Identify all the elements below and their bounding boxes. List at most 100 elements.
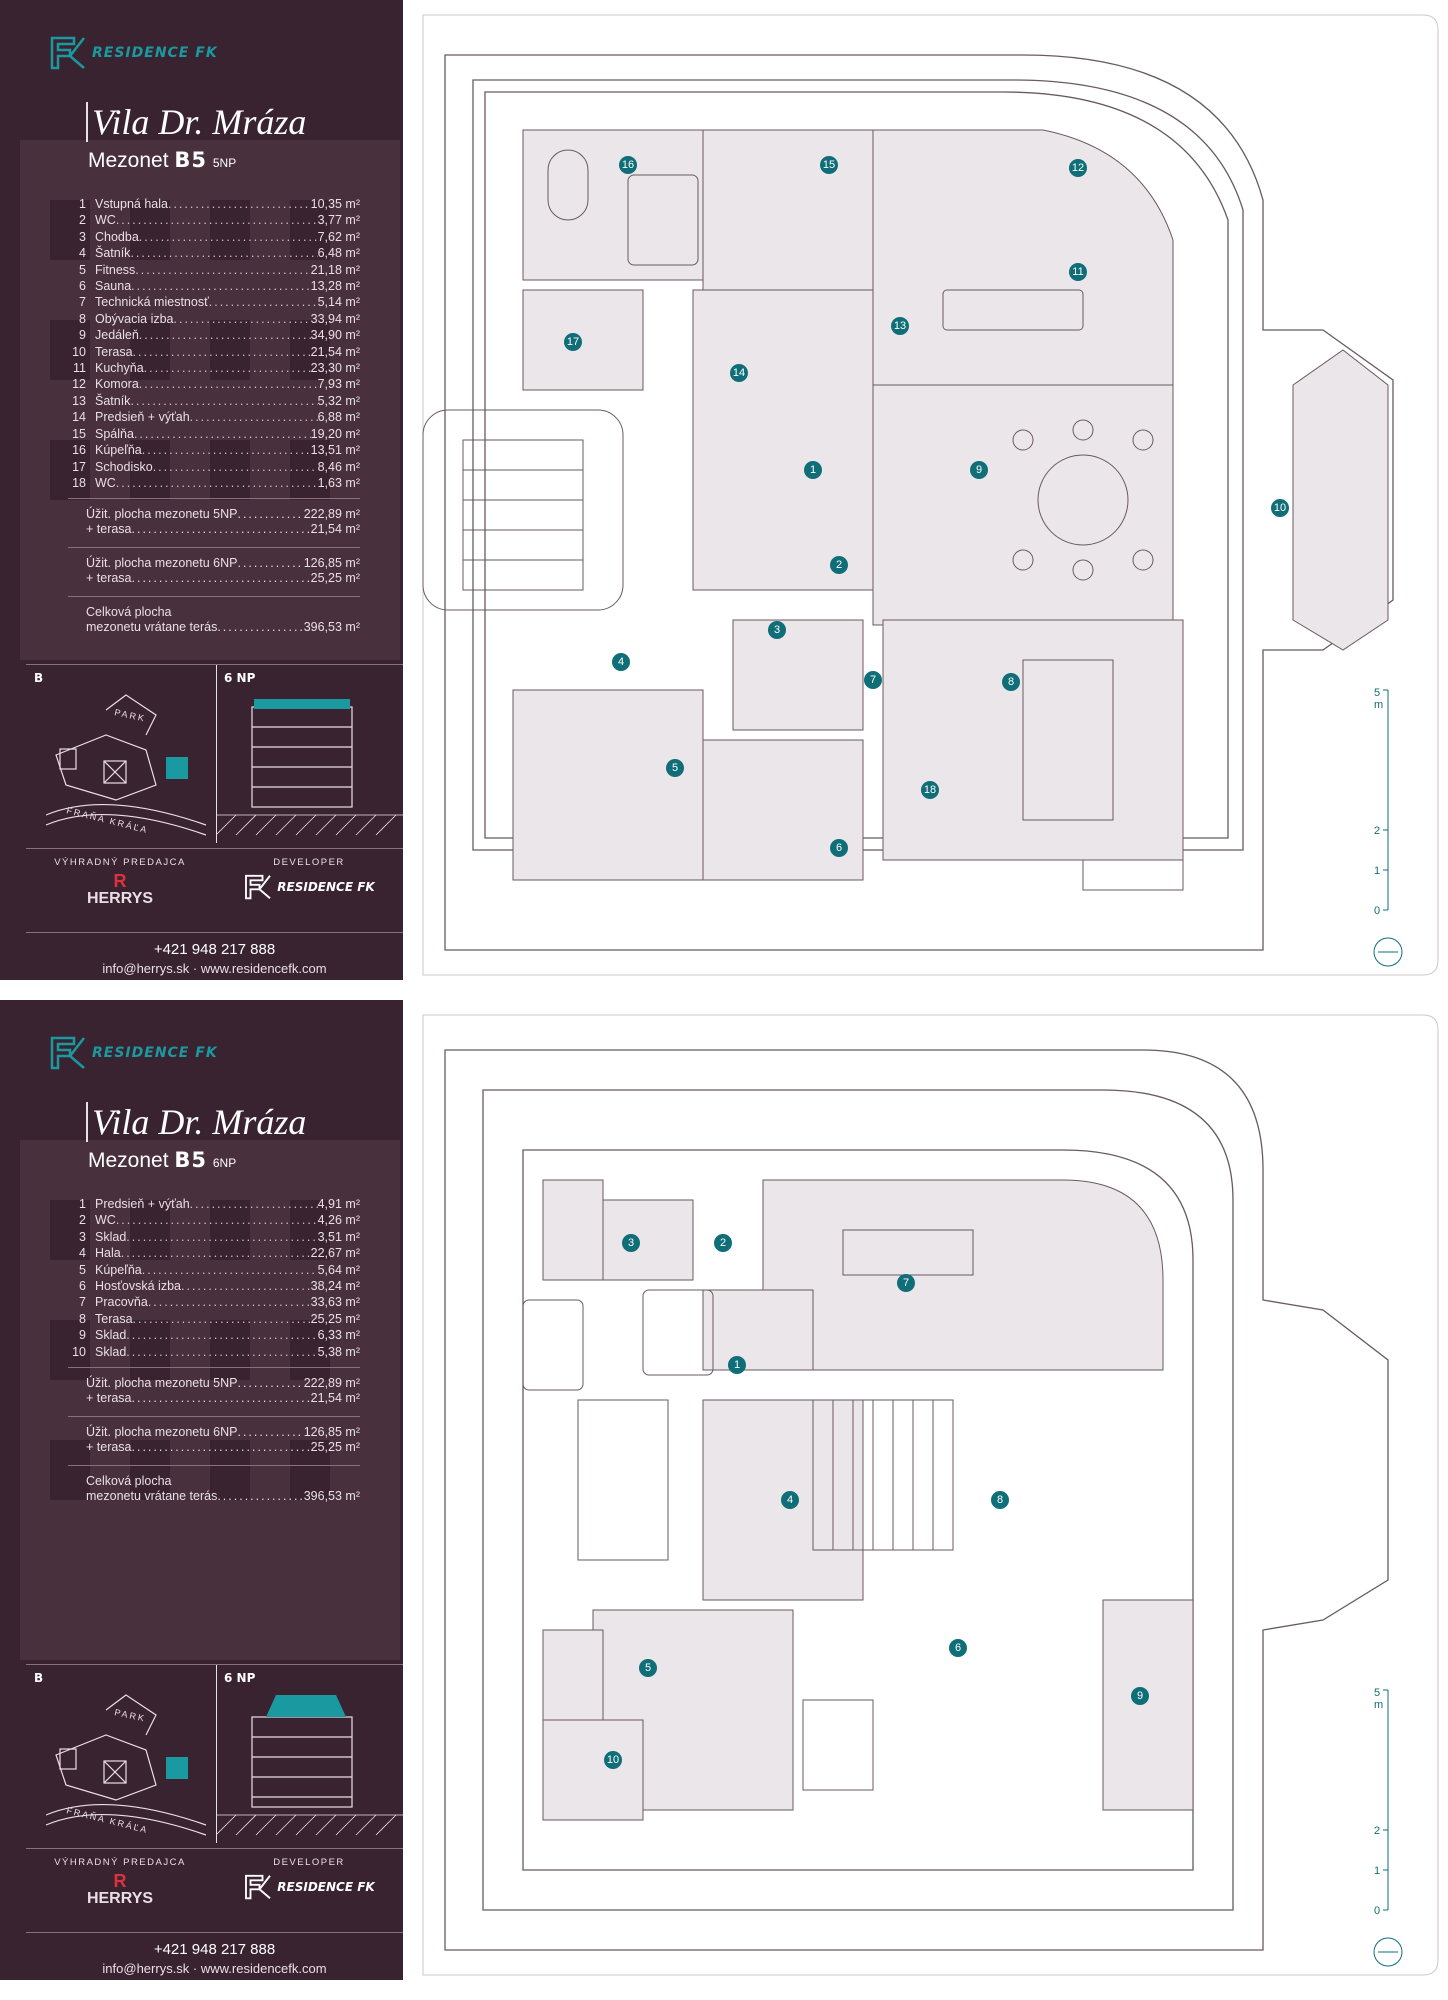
unit-code: B5 [174,1148,208,1172]
room-number: 9 [79,1328,86,1343]
subtitle-label: Mezonet [88,149,169,172]
floor-code: 5NP [212,156,237,170]
leader-dots [217,1489,303,1504]
room-name: Hosťovská izba [95,1279,181,1294]
map-street-label: FRAŇA KRÁĽA [66,1805,150,1835]
room-pin [1271,499,1289,517]
summary-area: 21,54 m² [310,522,360,537]
summary-area: 126,85 m² [303,1425,360,1440]
summary-label: mezonetu vrátane terás [86,620,218,635]
phone-number[interactable]: +421 948 217 888 [153,1941,276,1958]
room-number: 18 [72,475,86,490]
vendor-agent-label: VÝHRADNÝ PREDAJCA [54,1857,186,1868]
leader-dots [130,393,317,409]
leader-dots [121,1245,311,1261]
room-pin-label: 1 [734,1359,740,1371]
sheet-5np: RESIDENCE FK Vila Dr. Mráza Mezonet B5 5… [0,0,1448,980]
room-pin [564,333,582,351]
room-area: 21,54 m² [310,344,360,359]
contact: +421 948 217 888 info@herrys.sk · www.re… [26,932,403,976]
fk-logo-icon [50,36,85,70]
scale-bar: 5 m 2 1 0 [1373,1687,1403,1967]
room-area: 3,51 m² [317,1229,360,1244]
phone-number[interactable]: +421 948 217 888 [153,941,276,958]
contact: +421 948 217 888 info@herrys.sk · www.re… [26,1932,403,1976]
summary-row: mezonetu vrátane terás396,53 m² [86,1489,360,1504]
room-area: 5,38 m² [317,1344,360,1359]
room-pin-label: 14 [733,367,745,379]
leader-dots [133,1311,311,1327]
room-name: Kúpeľňa [95,1262,142,1277]
summary-block: Úžit. plocha mezonetu 6NP126,85 m²+ tera… [68,1425,360,1455]
room-area: 5,64 m² [317,1262,360,1277]
scale-1: 1 [1374,1865,1380,1877]
leader-dots [142,442,311,458]
room-pin-label: 7 [870,674,876,686]
summary-row: Úžit. plocha mezonetu 5NP222,89 m² [86,507,360,522]
room-pin [619,156,637,174]
leader-dots [116,212,318,228]
room-number: 4 [79,246,86,261]
room-pin-label: 4 [787,1494,793,1506]
summary-block: Úžit. plocha mezonetu 5NP222,89 m²+ tera… [68,507,360,537]
room-pin [921,781,939,799]
leader-dots [139,229,318,245]
block-label: B [34,1671,44,1685]
room-row: 6Sauna13,28 m² [68,278,360,294]
summary-label: + terasa [86,1440,132,1455]
summary-area: 25,25 m² [310,571,360,586]
room-area: 4,91 m² [317,1197,360,1211]
unit-subtitle: Mezonet B5 5NP [88,148,236,173]
room-name: WC [95,475,116,490]
leader-dots [153,459,318,475]
room-pin-label: 3 [774,624,780,636]
map-street-label: FRAŇA KRÁĽA [66,805,150,835]
email-web[interactable]: info@herrys.sk · www.residencefk.com [102,1961,327,1976]
room-row: 9Sklad6,33 m² [68,1327,360,1343]
room-pin [864,671,882,689]
room-row: 11Kuchyňa23,30 m² [68,360,360,376]
developer-name: RESIDENCE FK [277,1880,375,1894]
room-pin [714,1234,732,1252]
north-arrow-icon [1373,937,1403,967]
room-pin-label: 6 [836,842,842,854]
email-web[interactable]: info@herrys.sk · www.residencefk.com [102,961,327,976]
leader-dots [132,1440,311,1455]
room-pin-label: 8 [1008,676,1014,688]
room-pin-label: 9 [1137,1690,1143,1702]
room-row: 7Pracovňa33,63 m² [68,1294,360,1310]
leader-dots [139,327,311,343]
room-name: Pracovňa [95,1295,148,1310]
room-name: Fitness [95,262,136,277]
divider [68,1367,360,1369]
summary-block: Úžit. plocha mezonetu 6NP126,85 m²+ tera… [68,556,360,586]
summary-row: mezonetu vrátane terás396,53 m² [86,620,360,635]
room-pin-label: 4 [618,656,624,668]
fk-logo-icon [245,1874,272,1900]
summary-label: + terasa [86,1391,132,1406]
room-area: 4,26 m² [317,1213,360,1228]
room-number: 3 [79,1229,86,1244]
summary-row: Úžit. plocha mezonetu 6NP126,85 m² [86,1425,360,1440]
fk-logo-icon [245,874,272,900]
site-map-drawing: PARK FRAŇA KRÁĽA [45,694,207,836]
room-number: 5 [79,1262,86,1277]
info-panel: RESIDENCE FK Vila Dr. Mráza Mezonet B5 6… [0,1000,403,1980]
room-area: 34,90 m² [310,328,360,343]
room-name: Schodisko [95,459,153,474]
room-number: 15 [72,426,86,441]
summary-area: 25,25 m² [310,1440,360,1455]
room-pin [1002,673,1020,691]
room-area: 25,25 m² [310,1311,360,1326]
room-pin [804,461,822,479]
room-row: 17Schodisko8,46 m² [68,459,360,475]
room-row: 9Jedáleň34,90 m² [68,327,360,343]
room-number: 2 [79,1213,86,1228]
